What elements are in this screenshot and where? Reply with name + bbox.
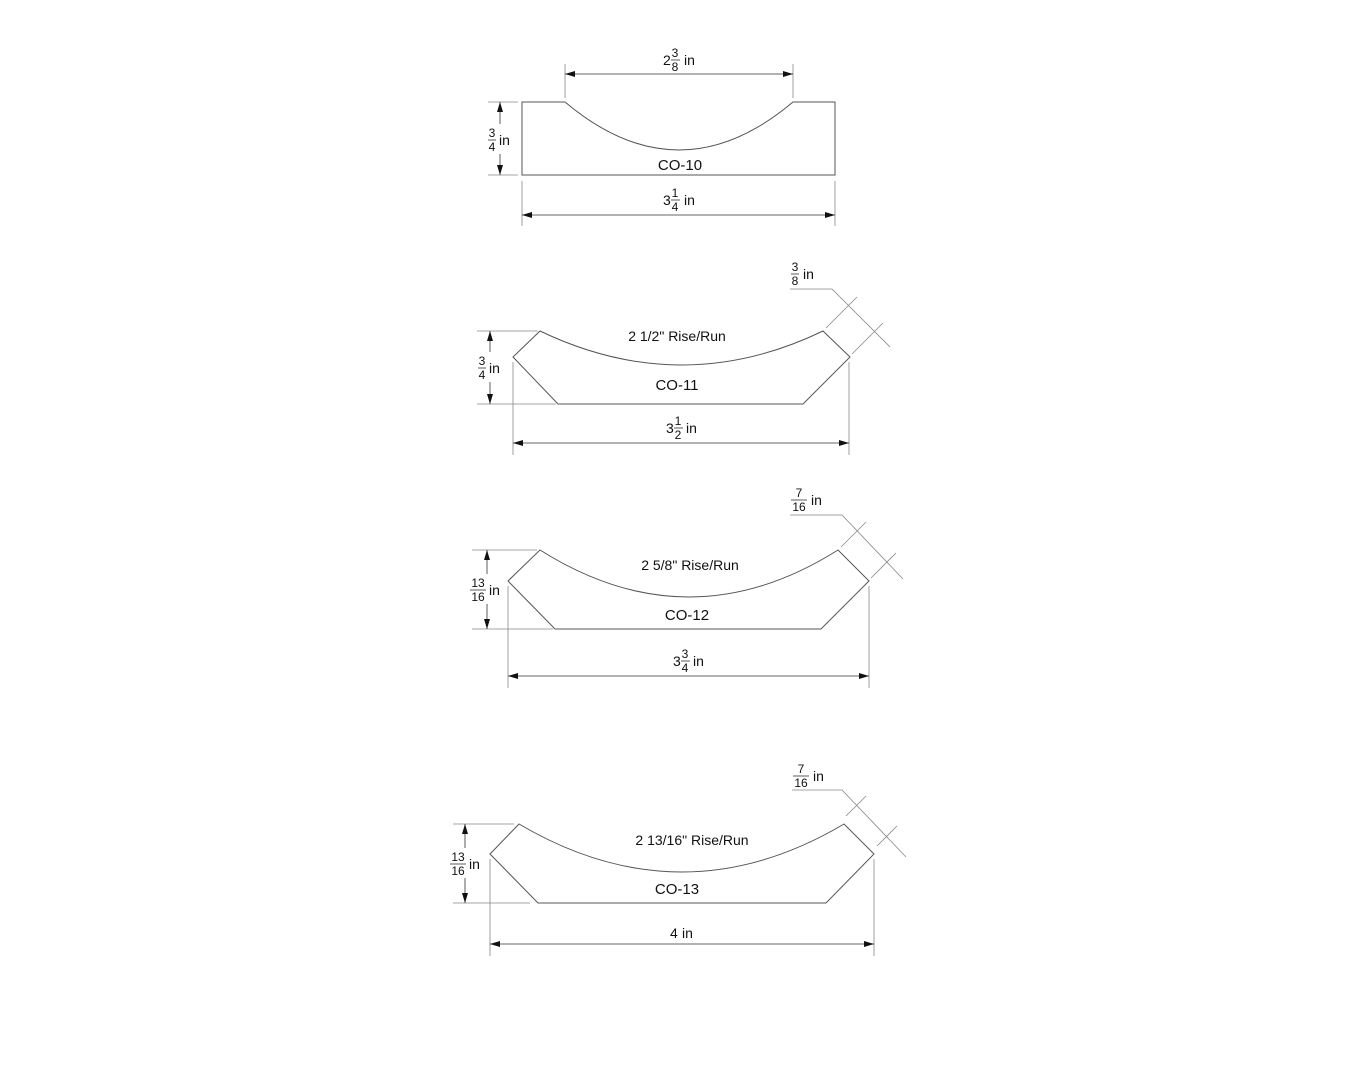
height-dimension: 13 16 in: [468, 549, 553, 630]
svg-text:in: in: [813, 768, 824, 784]
svg-text:3: 3: [792, 260, 799, 274]
svg-text:2: 2: [663, 52, 671, 68]
svg-text:16: 16: [792, 500, 806, 514]
rise-run-label: 2 13/16" Rise/Run: [635, 832, 748, 848]
svg-text:4: 4: [672, 200, 679, 214]
svg-text:in: in: [489, 360, 500, 376]
svg-text:in: in: [499, 132, 510, 148]
profile-name: CO-10: [658, 157, 702, 174]
width-dimension: 3 3 4 in: [507, 586, 870, 688]
height-dimension: 13 16 in: [448, 823, 530, 904]
width-dimension: 3 1 2 in: [512, 362, 850, 455]
profile-name: CO-12: [665, 607, 709, 624]
svg-text:16: 16: [794, 776, 808, 790]
svg-text:3: 3: [666, 420, 674, 436]
svg-text:4: 4: [479, 368, 486, 382]
rise-run-label: 2 1/2" Rise/Run: [628, 328, 726, 344]
top-width-dimension: 2 3 8 in: [564, 46, 794, 98]
profile-name: CO-11: [655, 377, 698, 394]
svg-text:in: in: [684, 52, 695, 68]
profile-name: CO-13: [655, 881, 699, 898]
svg-text:in: in: [469, 856, 480, 872]
height-dimension: 3 4 in: [475, 330, 556, 405]
profile-outline: [521, 101, 836, 176]
svg-text:3: 3: [672, 46, 679, 60]
svg-text:3: 3: [663, 192, 671, 208]
profile-co-13: 2 13/16" Rise/Run CO-13 7 16 in 13 16 in…: [448, 762, 907, 956]
svg-text:in: in: [684, 192, 695, 208]
profile-outline: [489, 823, 875, 904]
svg-text:in: in: [682, 925, 693, 941]
width-dimension: 3 1 4 in: [521, 181, 836, 226]
height-dimension: 3 4 in: [485, 101, 518, 176]
svg-text:1: 1: [675, 414, 682, 428]
svg-text:13: 13: [471, 576, 485, 590]
profile-outline: [512, 330, 851, 405]
svg-text:3: 3: [489, 126, 496, 140]
rise-run-label: 2 5/8" Rise/Run: [641, 557, 739, 573]
svg-text:4: 4: [670, 925, 678, 941]
svg-text:4: 4: [489, 140, 496, 154]
profile-outline: [507, 549, 870, 630]
svg-text:3: 3: [673, 653, 681, 669]
svg-text:3: 3: [479, 354, 486, 368]
svg-text:in: in: [489, 582, 500, 598]
svg-text:2: 2: [675, 428, 682, 442]
svg-text:13: 13: [451, 850, 465, 864]
svg-text:in: in: [803, 266, 814, 282]
svg-text:in: in: [693, 653, 704, 669]
svg-text:8: 8: [672, 60, 679, 74]
svg-text:7: 7: [796, 486, 803, 500]
svg-text:16: 16: [471, 590, 485, 604]
svg-text:8: 8: [792, 274, 799, 288]
svg-text:16: 16: [451, 864, 465, 878]
svg-text:in: in: [686, 420, 697, 436]
profile-co-12: 2 5/8" Rise/Run CO-12 7 16 in 13 16 in 3…: [468, 486, 904, 688]
svg-text:in: in: [811, 492, 822, 508]
svg-text:4: 4: [682, 661, 689, 675]
profile-co-11: 2 1/2" Rise/Run CO-11 3 8 in 3 4 in 3 1 …: [475, 260, 891, 455]
width-dimension: 4 in: [489, 859, 875, 956]
svg-text:7: 7: [798, 762, 805, 776]
thickness-dimension: 3 8 in: [790, 260, 891, 355]
svg-text:3: 3: [682, 647, 689, 661]
profile-co-10: CO-10 2 3 8 in 3 4 in 3 1 4 in: [485, 46, 836, 226]
svg-text:1: 1: [672, 186, 679, 200]
thickness-dimension: 7 16 in: [792, 762, 907, 858]
thickness-dimension: 7 16 in: [790, 486, 904, 580]
